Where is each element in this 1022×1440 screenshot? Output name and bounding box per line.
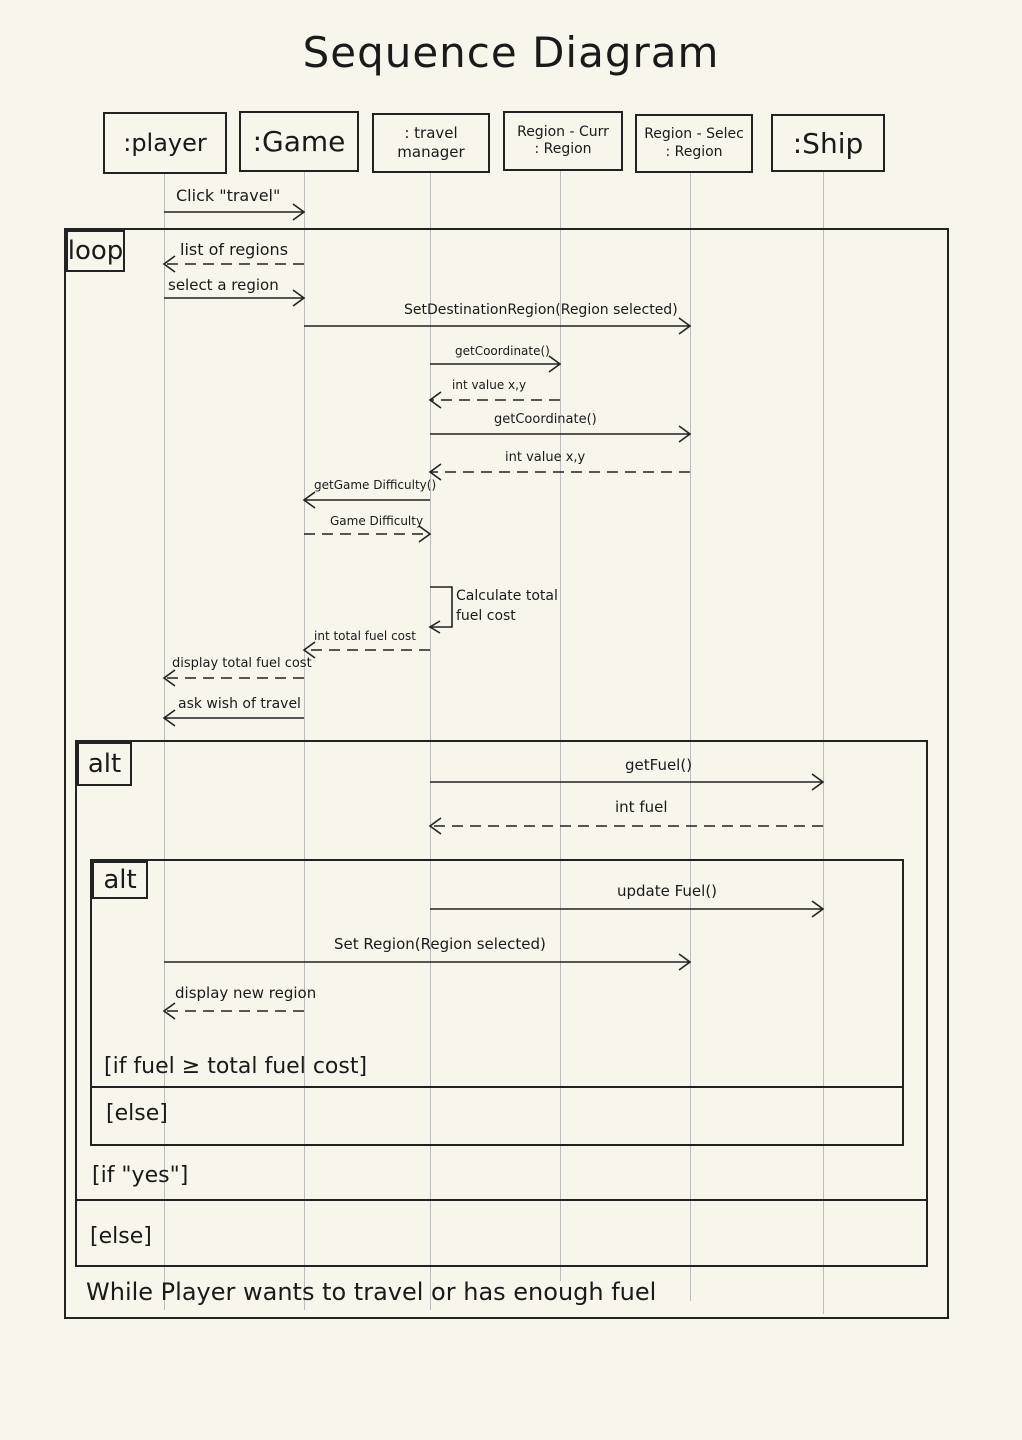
message-arrow: [428, 391, 560, 409]
self-call-arrow: [428, 586, 453, 634]
message-arrow: [430, 773, 825, 791]
alt-outer-divider: [77, 1199, 926, 1201]
lifeline-player: [164, 174, 165, 1310]
message-label: int fuel: [615, 798, 668, 816]
message-arrow: [162, 709, 304, 727]
message-arrow: [162, 1002, 304, 1020]
alt-outer-guard-if: [if "yes"]: [92, 1163, 189, 1188]
participant-label: : travel: [404, 124, 458, 143]
message-arrow: [164, 203, 306, 221]
alt-fragment-inner: [90, 859, 904, 1146]
participant-label: Region - Selec: [644, 126, 744, 142]
message-label: SetDestinationRegion(Region selected): [404, 302, 678, 318]
message-label: int value x,y: [452, 378, 527, 392]
participant-label: : Region: [534, 141, 592, 157]
message-arrow: [430, 355, 562, 373]
message-arrow: [304, 317, 692, 335]
message-label: select a region: [168, 276, 279, 294]
participant-region-selec: Region - Selec : Region: [635, 114, 753, 173]
message-arrow: [164, 953, 692, 971]
diagram-title: Sequence Diagram: [302, 28, 720, 77]
message-label: display new region: [175, 984, 317, 1002]
message-label: getCoordinate(): [494, 412, 597, 427]
alt-outer-guard-else: [else]: [90, 1224, 152, 1249]
participant-ship: :Ship: [771, 114, 885, 172]
message-arrow: [162, 255, 304, 273]
loop-condition: While Player wants to travel or has enou…: [86, 1278, 657, 1306]
message-label: getCoordinate(): [455, 344, 550, 358]
alt-inner-divider: [92, 1086, 902, 1088]
message-label: getGame Difficulty(): [314, 478, 437, 492]
message-label: int total fuel cost: [314, 629, 416, 643]
alt-inner-guard-else: [else]: [106, 1101, 168, 1126]
message-label: list of regions: [180, 240, 289, 259]
self-call-label: Calculate total fuel cost: [456, 588, 558, 624]
message-arrow: [162, 669, 304, 687]
participant-game: :Game: [239, 111, 359, 172]
message-label: getFuel(): [625, 756, 693, 774]
participant-label: Region - Curr: [517, 123, 609, 140]
message-arrow: [164, 289, 306, 307]
participant-label: :Game: [252, 125, 346, 158]
alt-fragment-outer-tag: alt: [77, 742, 132, 786]
message-arrow: [430, 425, 692, 443]
message-arrow: [428, 463, 690, 481]
message-arrow: [428, 817, 823, 835]
message-label: Click "travel": [176, 186, 281, 205]
message-arrow: [302, 491, 430, 509]
lifeline-ship: [823, 172, 824, 1314]
message-label: Game Difficulty: [330, 514, 424, 528]
message-label: display total fuel cost: [172, 656, 312, 671]
message-label: int value x,y: [505, 450, 586, 465]
loop-fragment: [64, 228, 949, 1319]
message-arrow: [302, 641, 430, 659]
alt-fragment-inner-tag: alt: [92, 861, 148, 899]
message-label: Set Region(Region selected): [334, 935, 546, 953]
alt-fragment-outer: [75, 740, 928, 1267]
loop-fragment-tag: loop: [66, 230, 125, 272]
message-label: ask wish of travel: [178, 696, 301, 712]
lifeline-region-selec: [690, 173, 691, 1301]
message-arrow: [304, 525, 432, 543]
participant-label: : Region: [665, 143, 723, 160]
participant-travel-manager: : travel manager: [372, 113, 490, 173]
alt-inner-guard-if: [if fuel ≥ total fuel cost]: [104, 1054, 368, 1079]
message-arrow: [430, 900, 825, 918]
participant-label: manager: [397, 143, 465, 161]
participant-label: :Ship: [792, 126, 864, 160]
participant-region-curr: Region - Curr : Region: [503, 111, 623, 171]
lifeline-region-curr: [560, 171, 561, 1281]
message-label: update Fuel(): [617, 882, 718, 900]
participant-label: :player: [123, 129, 207, 157]
participant-player: :player: [103, 112, 227, 174]
